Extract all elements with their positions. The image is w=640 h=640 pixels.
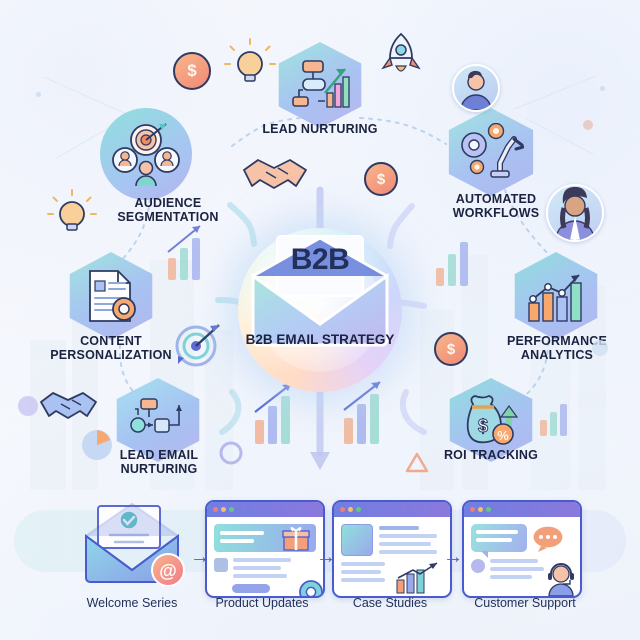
node-label-automated-workflows: AUTOMATED WORKFLOWS	[452, 192, 540, 220]
text-line	[379, 542, 431, 546]
node-label-performance-analytics: PERFORMANCE ANALYTICS	[506, 334, 608, 362]
window-dot-red	[470, 507, 475, 512]
decorative-blob	[583, 120, 593, 130]
chat-bubble-icon	[471, 524, 527, 558]
node-lead-nurturing[interactable]	[278, 42, 362, 128]
open-envelope-icon[interactable]	[245, 232, 395, 352]
node-label-content-personalization: CONTENT PERSONALIZATION	[50, 334, 172, 362]
decorative-blob	[592, 340, 608, 356]
text-line	[476, 538, 512, 542]
center-badge-text: B2B	[290, 243, 350, 276]
handshake-icon	[243, 159, 307, 189]
circle-outline-icon	[219, 441, 243, 465]
dollar-coin-icon: $	[173, 52, 211, 90]
network-dot	[600, 86, 605, 91]
headset-agent-icon	[548, 563, 574, 596]
window-dot-yellow	[348, 507, 353, 512]
text-line	[490, 567, 544, 571]
window-dot-red	[340, 507, 345, 512]
card-titlebar	[464, 502, 580, 517]
text-line	[220, 539, 254, 543]
gears-robot-arm-icon	[461, 123, 524, 178]
svg-text:%: %	[497, 428, 509, 443]
document-gear-icon	[89, 270, 136, 322]
thumbnail-block	[214, 558, 228, 572]
pipeline-card-case-studies[interactable]	[332, 500, 452, 598]
svg-text:$: $	[478, 416, 488, 436]
text-line	[490, 559, 538, 563]
pipeline-caption-welcome-series: Welcome Series	[86, 596, 178, 610]
bar-chart-decoration	[436, 242, 468, 286]
workflow-diagram-icon	[130, 398, 182, 433]
text-line	[233, 566, 281, 570]
pipeline-card-welcome-series[interactable]: @	[70, 500, 194, 587]
bar-chart-decoration	[254, 383, 292, 444]
pipeline-card-customer-support[interactable]	[462, 500, 582, 598]
node-automated-workflows[interactable]	[448, 108, 534, 196]
text-line	[233, 574, 287, 578]
network-dot	[36, 92, 41, 97]
pipeline-caption-case-studies: Case Studies	[352, 596, 428, 610]
bar-chart-decoration	[167, 225, 201, 280]
window-dot-yellow	[478, 507, 483, 512]
flowchart-growth-chart-icon	[292, 60, 350, 108]
image-placeholder	[341, 524, 373, 556]
text-line	[476, 530, 518, 534]
bar-chart-decoration	[540, 404, 567, 436]
person-avatar-icon	[452, 64, 500, 112]
window-dot-green	[229, 507, 234, 512]
gear-icon	[299, 580, 323, 596]
lightbulb-icon	[224, 38, 276, 82]
pie-chart-icon	[82, 430, 112, 460]
dollar-coin-icon: $	[434, 332, 468, 366]
envelope-check-at-icon: @	[85, 502, 185, 587]
bar-chart-trend-icon	[396, 562, 438, 594]
text-line	[490, 575, 532, 579]
target-audience-icon	[112, 123, 180, 187]
cta-button[interactable]	[232, 584, 270, 593]
avatar	[471, 559, 485, 573]
pipeline-arrow-icon: →	[443, 546, 463, 568]
bar-chart-trend-icon	[528, 274, 582, 322]
text-line	[233, 558, 291, 562]
decorative-blob	[18, 396, 38, 416]
gift-box-icon	[282, 527, 310, 551]
text-line	[379, 526, 419, 530]
node-roi-tracking[interactable]: $ %	[449, 378, 533, 462]
pipeline-arrow-icon: →	[316, 546, 336, 568]
dollar-coin-icon: $	[364, 162, 398, 196]
bar-chart-decoration	[343, 381, 381, 444]
text-line	[220, 531, 264, 535]
lightbulb-icon	[47, 189, 97, 231]
triangle-icon	[405, 452, 429, 473]
node-label-roi-tracking: ROI TRACKING	[443, 448, 539, 462]
node-label-lead-email-nurturing: LEAD EMAIL NURTURING	[119, 448, 199, 476]
window-dot-red	[213, 507, 218, 512]
pipeline-caption-product-updates: Product Updates	[215, 596, 309, 610]
pipeline-card-product-updates[interactable]	[205, 500, 325, 598]
text-line	[341, 570, 381, 574]
card-titlebar	[334, 502, 450, 517]
node-label-lead-nurturing: LEAD NURTURING	[262, 122, 378, 136]
node-label-audience-segmentation: AUDIENCE SEGMENTATION	[117, 196, 219, 224]
svg-text:@: @	[159, 561, 177, 581]
window-dot-green	[356, 507, 361, 512]
money-bag-percent-icon: $ %	[466, 395, 519, 445]
target-arrow-icon	[175, 324, 220, 367]
chat-bubble-dots-icon	[532, 525, 564, 552]
text-line	[341, 578, 385, 582]
pipeline-caption-customer-support: Customer Support	[474, 596, 576, 610]
text-line	[341, 562, 385, 566]
window-dot-green	[486, 507, 491, 512]
center-title: B2B EMAIL STRATEGY	[245, 332, 395, 347]
text-line	[379, 534, 437, 538]
card-titlebar	[207, 502, 323, 517]
window-dot-yellow	[221, 507, 226, 512]
person-avatar-icon	[546, 184, 604, 242]
rocket-icon	[381, 32, 421, 72]
text-line	[379, 550, 437, 554]
handshake-icon	[40, 392, 97, 419]
node-audience-segmentation[interactable]	[100, 108, 192, 200]
